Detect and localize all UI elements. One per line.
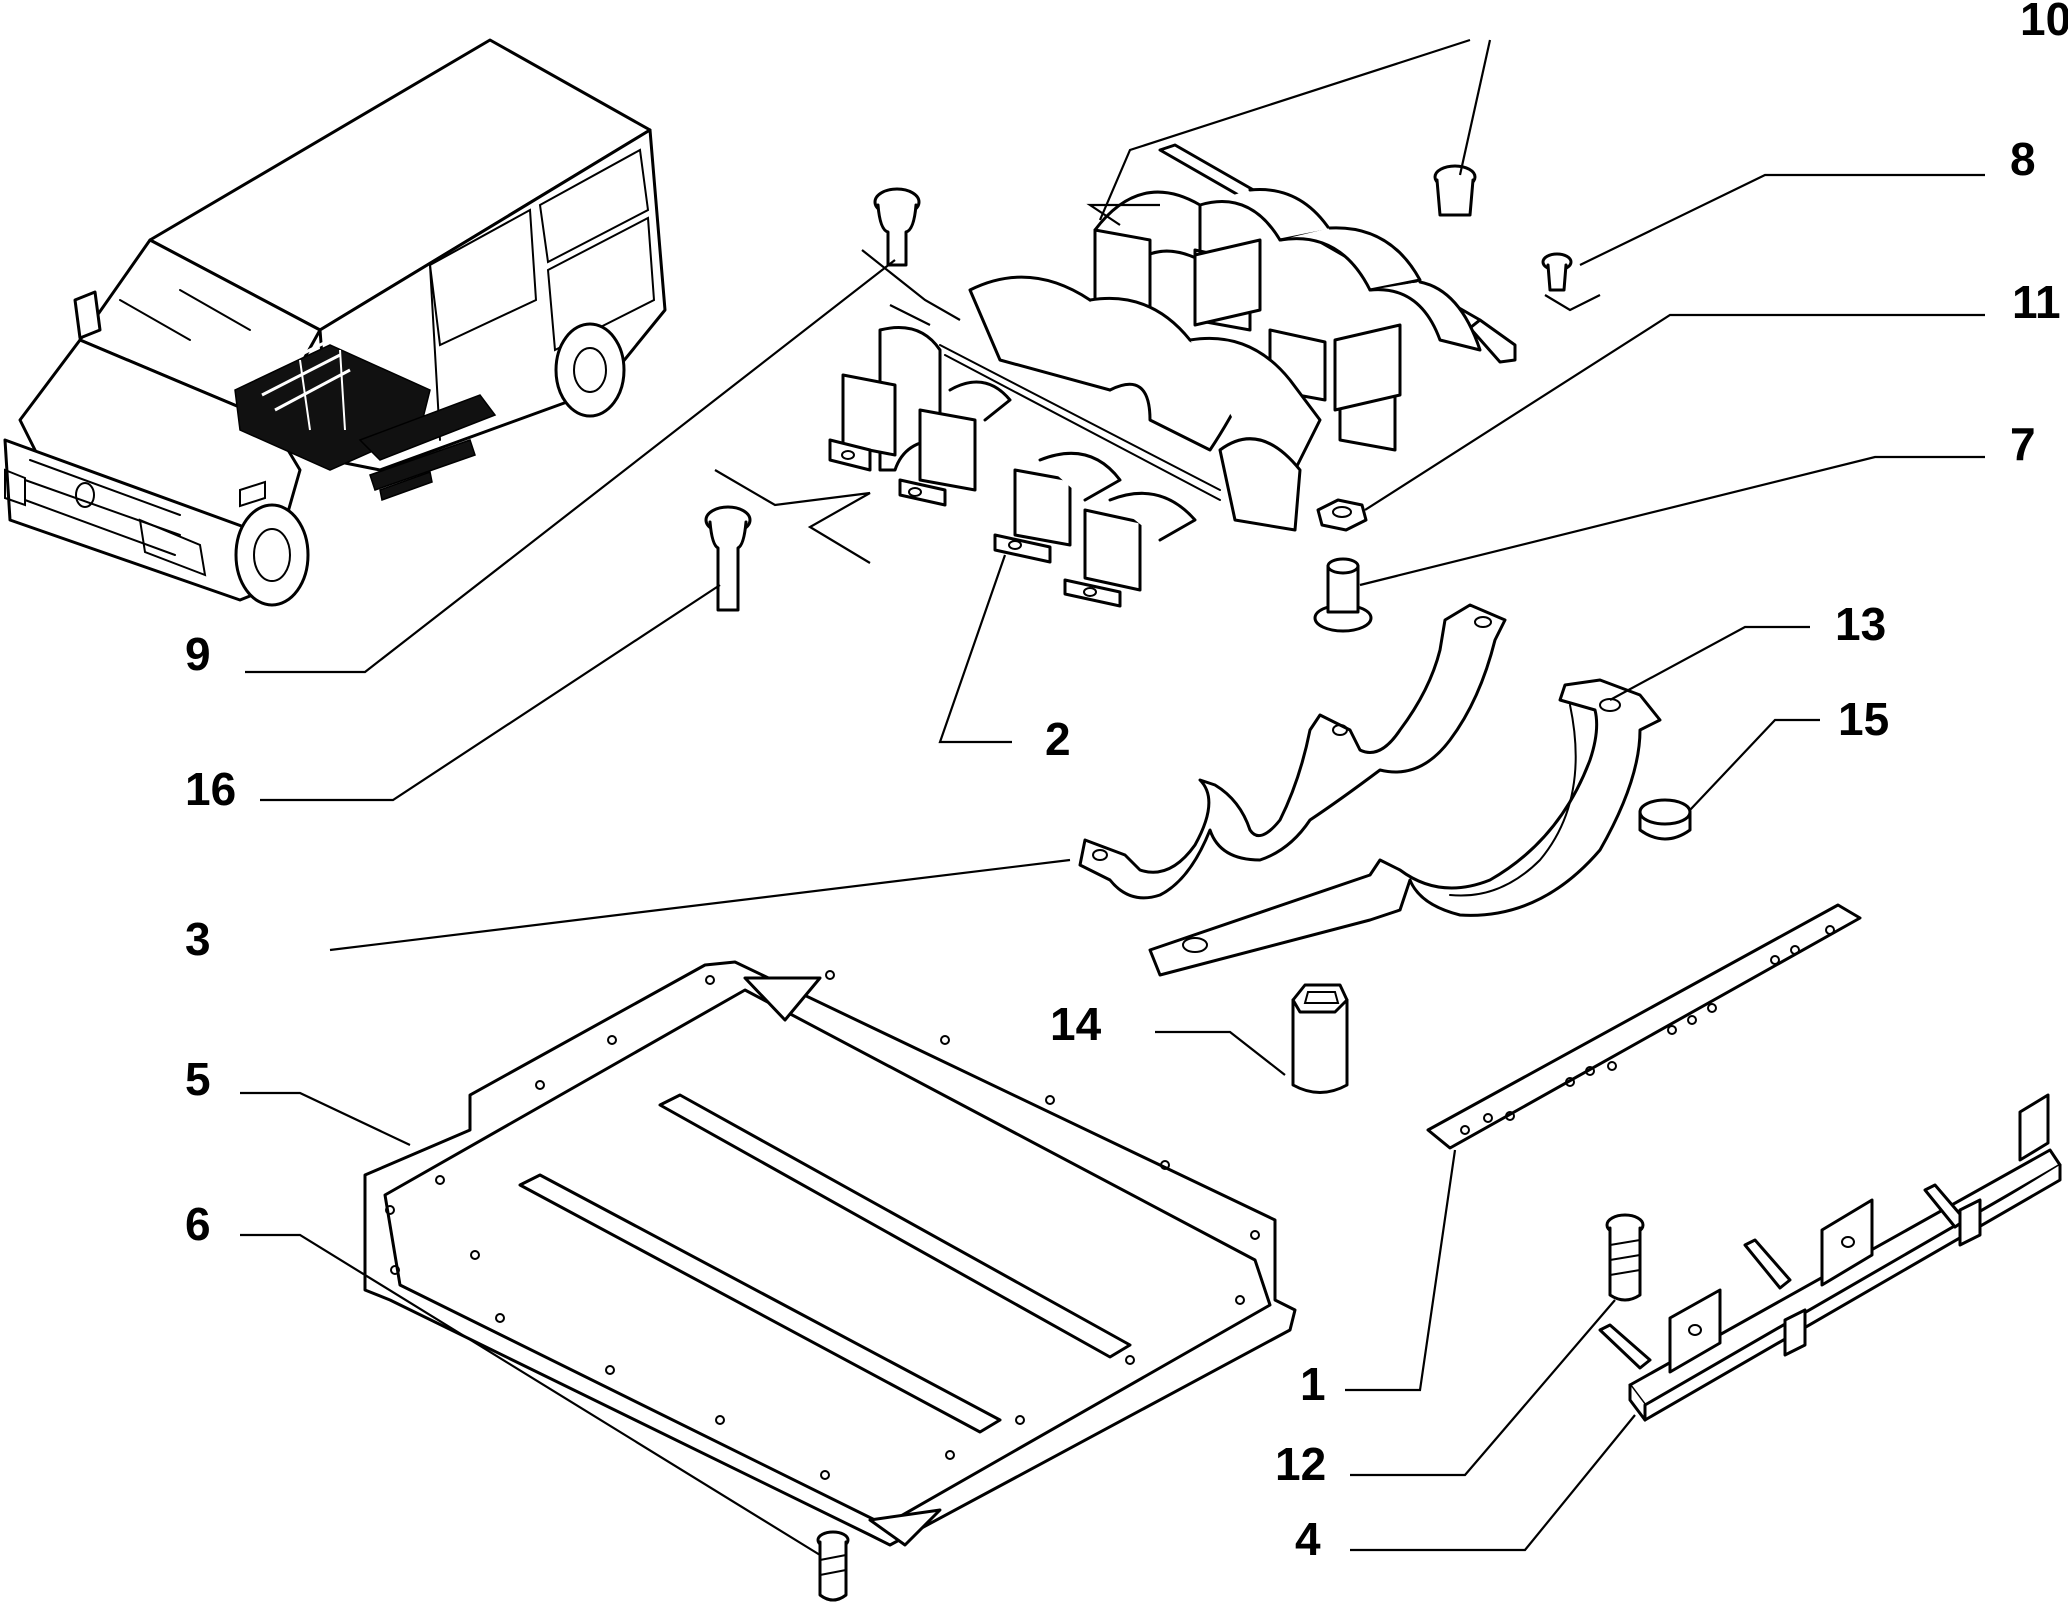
screw-part-8 [1541, 252, 1573, 292]
callout-10: 10 [2020, 0, 2068, 45]
callout-labels: 10 8 11 7 13 15 2 9 16 3 14 5 6 1 12 4 [185, 0, 2068, 1565]
callout-5: 5 [185, 1053, 211, 1105]
plate-part-1 [1426, 903, 1862, 1150]
tray-part-5 [363, 960, 1297, 1547]
heat-shield-assembly [828, 143, 1517, 608]
bracket-rail-part-4 [1598, 1093, 2062, 1422]
nut-part-11 [1316, 498, 1368, 532]
callout-1: 1 [1300, 1358, 1326, 1410]
bolt-part-6 [816, 1530, 850, 1602]
bolt-part-9 [873, 187, 921, 267]
callout-2: 2 [1045, 713, 1071, 765]
van-illustration [3, 38, 667, 607]
bolt-part-16 [704, 505, 752, 612]
bushing-part-15 [1638, 798, 1692, 841]
leader-lines [240, 38, 1985, 1556]
callout-7: 7 [2010, 418, 2036, 470]
callout-11: 11 [2012, 276, 2061, 328]
callout-14: 14 [1050, 998, 1102, 1050]
callout-15: 15 [1838, 693, 1889, 745]
callout-4: 4 [1295, 1513, 1321, 1565]
bolt-part-10 [1433, 164, 1477, 217]
callout-12: 12 [1275, 1438, 1326, 1490]
callout-8: 8 [2010, 133, 2036, 185]
callout-6: 6 [185, 1198, 211, 1250]
stud-part-7 [1313, 557, 1373, 633]
callout-9: 9 [185, 628, 211, 680]
bolt-part-12 [1605, 1213, 1645, 1302]
spacer-part-14 [1291, 983, 1349, 1094]
callout-13: 13 [1835, 598, 1886, 650]
callout-3: 3 [185, 913, 211, 965]
callout-16: 16 [185, 763, 236, 815]
strap-part-3 [1078, 603, 1507, 900]
